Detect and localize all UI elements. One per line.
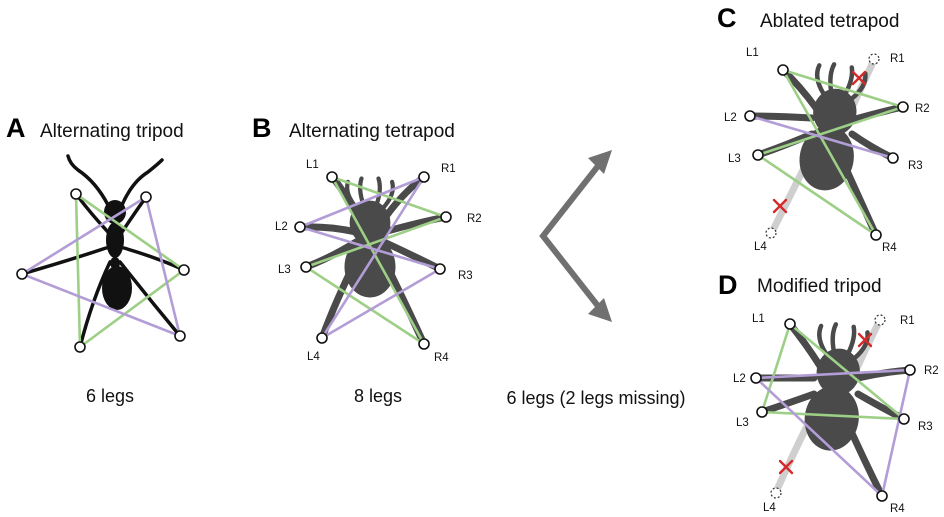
panel-a-letter: A (6, 113, 26, 143)
tripod-polygon-green (760, 321, 908, 421)
leg-label-r3: R3 (908, 160, 923, 172)
leg-label-l3: L3 (736, 417, 749, 429)
foot-contact-icon (16, 268, 28, 280)
leg-label-l1: L1 (306, 159, 319, 171)
foot-contact-icon (876, 490, 888, 502)
missing-foot-icon (770, 487, 782, 499)
panel-c: C Ablated tetrapod (717, 3, 930, 254)
foot-contact-icon (326, 171, 338, 183)
leg-label-r1: R1 (900, 315, 915, 327)
missing-foot-icon (868, 53, 880, 65)
foot-contact-icon (898, 413, 910, 425)
panel-b-caption: 8 legs (354, 386, 402, 406)
panel-b: B Alternating tetrapod L1 L2 L3 L4 R1 R2 (252, 113, 482, 406)
panel-d-letter: D (718, 270, 738, 300)
leg-label-r4: R4 (882, 242, 897, 254)
foot-contact-icon (174, 330, 186, 342)
foot-contact-icon (870, 229, 882, 241)
leg-label-l3: L3 (728, 153, 741, 165)
foot-contact-icon (756, 406, 768, 418)
leg-label-r1: R1 (441, 163, 456, 175)
leg-label-l4: L4 (307, 351, 320, 363)
tripod-polygon-purple (752, 368, 912, 499)
leg-label-r4: R4 (434, 352, 449, 364)
missing-foot-icon (874, 314, 886, 326)
panel-a-caption: 6 legs (86, 386, 134, 406)
foot-contact-icon (140, 191, 152, 203)
foot-contact-icon (440, 211, 452, 223)
leg-label-l2: L2 (724, 112, 737, 124)
support-line-purple (749, 114, 894, 160)
leg-label-r4: R4 (890, 503, 905, 515)
leg-label-l3: L3 (278, 264, 291, 276)
panel-a-title: Alternating tripod (40, 121, 184, 142)
leg-label-l4: L4 (754, 241, 767, 253)
tripod-polygon-green (74, 191, 187, 350)
leg-label-r3: R3 (458, 270, 473, 282)
panel-b-letter: B (252, 113, 272, 143)
foot-contact-icon (744, 110, 756, 122)
removed-leg-x-icon (851, 70, 867, 86)
foot-contact-icon (178, 264, 190, 276)
foot-contact-icon (752, 149, 764, 161)
foot-contact-icon (904, 364, 916, 376)
panel-c-title: Ablated tetrapod (760, 11, 899, 32)
foot-contact-icon (74, 341, 86, 353)
leg-label-l2: L2 (733, 373, 746, 385)
foot-contact-icon (777, 64, 789, 76)
foot-contact-icon (784, 318, 796, 330)
panel-d: D Modified tripod (718, 270, 939, 515)
panel-d-title: Modified tripod (757, 276, 882, 297)
foot-contact-icon (418, 171, 430, 183)
panel-c-letter: C (717, 3, 737, 33)
leg-label-l4: L4 (763, 502, 776, 514)
foot-contact-icon (70, 188, 82, 200)
leg-label-r2: R2 (467, 213, 482, 225)
panel-a: A Alternating tripod 6 (6, 113, 190, 406)
removed-leg-x-icon (778, 459, 794, 475)
leg-label-l2: L2 (275, 221, 288, 233)
ant-silhouette-icon (20, 154, 186, 349)
leg-label-r1: R1 (890, 53, 905, 65)
foot-contact-icon (750, 372, 762, 384)
leg-label-r2: R2 (915, 103, 930, 115)
removed-leg-x-icon (772, 198, 788, 214)
foot-contact-icon (434, 263, 446, 275)
foot-contact-icon (294, 221, 306, 233)
missing-foot-icon (765, 227, 777, 239)
leg-label-r2: R2 (924, 365, 939, 377)
foot-contact-icon (897, 101, 909, 113)
leg-label-r3: R3 (918, 421, 933, 433)
foot-contact-icon (887, 152, 899, 164)
foot-contact-icon (300, 261, 312, 273)
foot-contact-icon (418, 338, 430, 350)
panel-b-title: Alternating tetrapod (289, 121, 455, 142)
foot-contact-icon (316, 332, 328, 344)
leg-label-l1: L1 (746, 47, 759, 59)
transition-caption: 6 legs (2 legs missing) (506, 388, 685, 408)
removed-leg-x-icon (857, 332, 873, 348)
tripod-polygon-purple (19, 194, 182, 339)
branching-arrow-icon (539, 150, 612, 322)
leg-label-l1: L1 (752, 313, 765, 325)
